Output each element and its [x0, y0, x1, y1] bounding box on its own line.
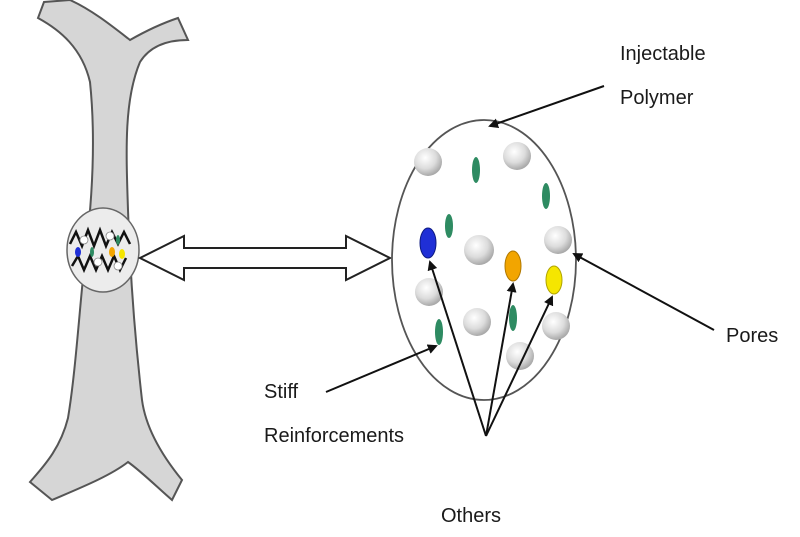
- mini-pore: [93, 257, 103, 267]
- arrow-injectable-polymer: [488, 85, 605, 129]
- reinforcement: [542, 183, 550, 209]
- mini-orange: [109, 247, 115, 257]
- label-injectable: Injectable: [620, 43, 706, 65]
- pore: [463, 308, 491, 336]
- pore: [414, 148, 442, 176]
- magnify-double-arrow: [137, 234, 393, 282]
- reinforcement: [509, 305, 517, 331]
- other-yellow: [545, 265, 563, 295]
- mini-pore: [113, 261, 123, 271]
- reinforcement: [472, 157, 480, 183]
- pore: [464, 235, 494, 265]
- arrow-others-blue: [427, 260, 487, 437]
- label-reinforcements: Reinforcements: [264, 425, 405, 447]
- pore: [503, 142, 531, 170]
- pore: [542, 312, 570, 340]
- defect-site-circle: [66, 207, 140, 293]
- pore: [415, 278, 443, 306]
- arrow-stiff-reinforcements: [325, 344, 438, 393]
- mini-blue: [75, 247, 81, 257]
- label-polymer: Polymer: [620, 87, 694, 109]
- mini-yellow: [119, 249, 125, 259]
- arrow-pores: [572, 253, 715, 331]
- label-pores: Pores: [726, 325, 779, 347]
- pore: [544, 226, 572, 254]
- arrow-others-orange: [485, 282, 517, 437]
- label-others: Others: [441, 505, 502, 527]
- reinforcement: [445, 214, 453, 238]
- arrow-others-yellow: [485, 295, 554, 437]
- mini-pore: [79, 235, 89, 245]
- label-stiff: Stiff: [264, 381, 299, 403]
- other-blue: [419, 227, 437, 259]
- reinforcement: [435, 319, 443, 345]
- mini-green: [116, 235, 120, 245]
- mini-green: [90, 247, 94, 257]
- other-orange: [504, 250, 522, 282]
- mini-pore: [105, 231, 115, 241]
